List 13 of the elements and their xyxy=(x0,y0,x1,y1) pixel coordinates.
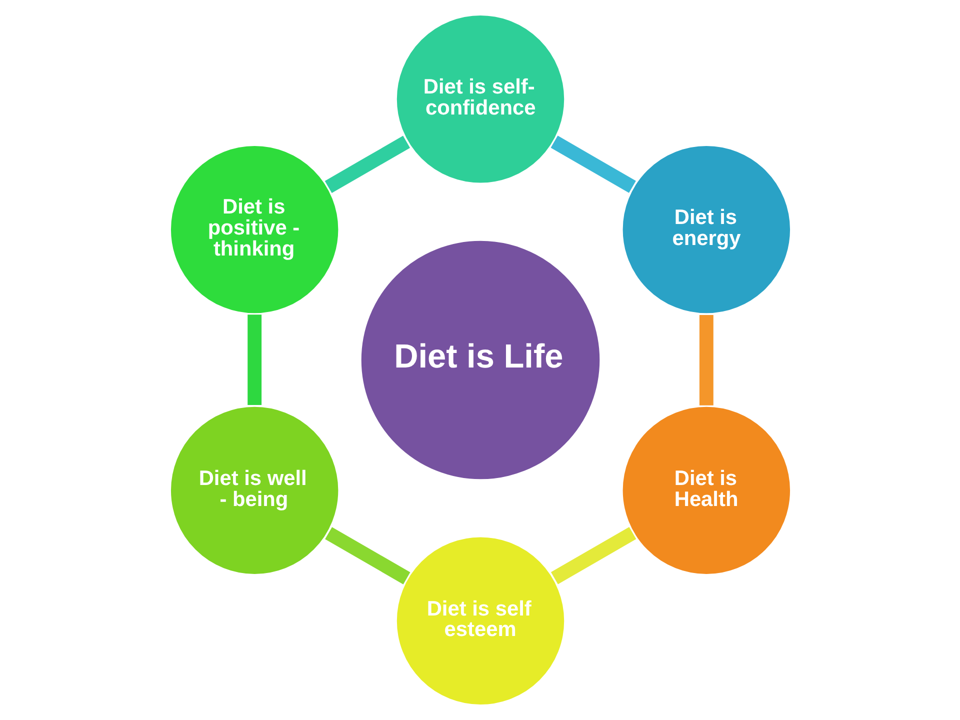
node-circle: Diet is positive - thinking xyxy=(168,143,340,316)
connector xyxy=(550,136,636,193)
node-circle: Diet is energy xyxy=(620,143,792,316)
node-circle: Diet is self- confidence xyxy=(394,12,566,186)
node-circle: Diet is well - being xyxy=(168,404,340,577)
node-circle: Diet is Life xyxy=(358,238,602,482)
connector xyxy=(324,136,410,194)
connector xyxy=(698,314,713,406)
connector xyxy=(247,314,262,406)
connector xyxy=(324,527,410,584)
node-circle: Diet is self esteem xyxy=(394,534,566,708)
node-circle: Diet is Health xyxy=(620,404,792,577)
connector xyxy=(550,526,636,584)
